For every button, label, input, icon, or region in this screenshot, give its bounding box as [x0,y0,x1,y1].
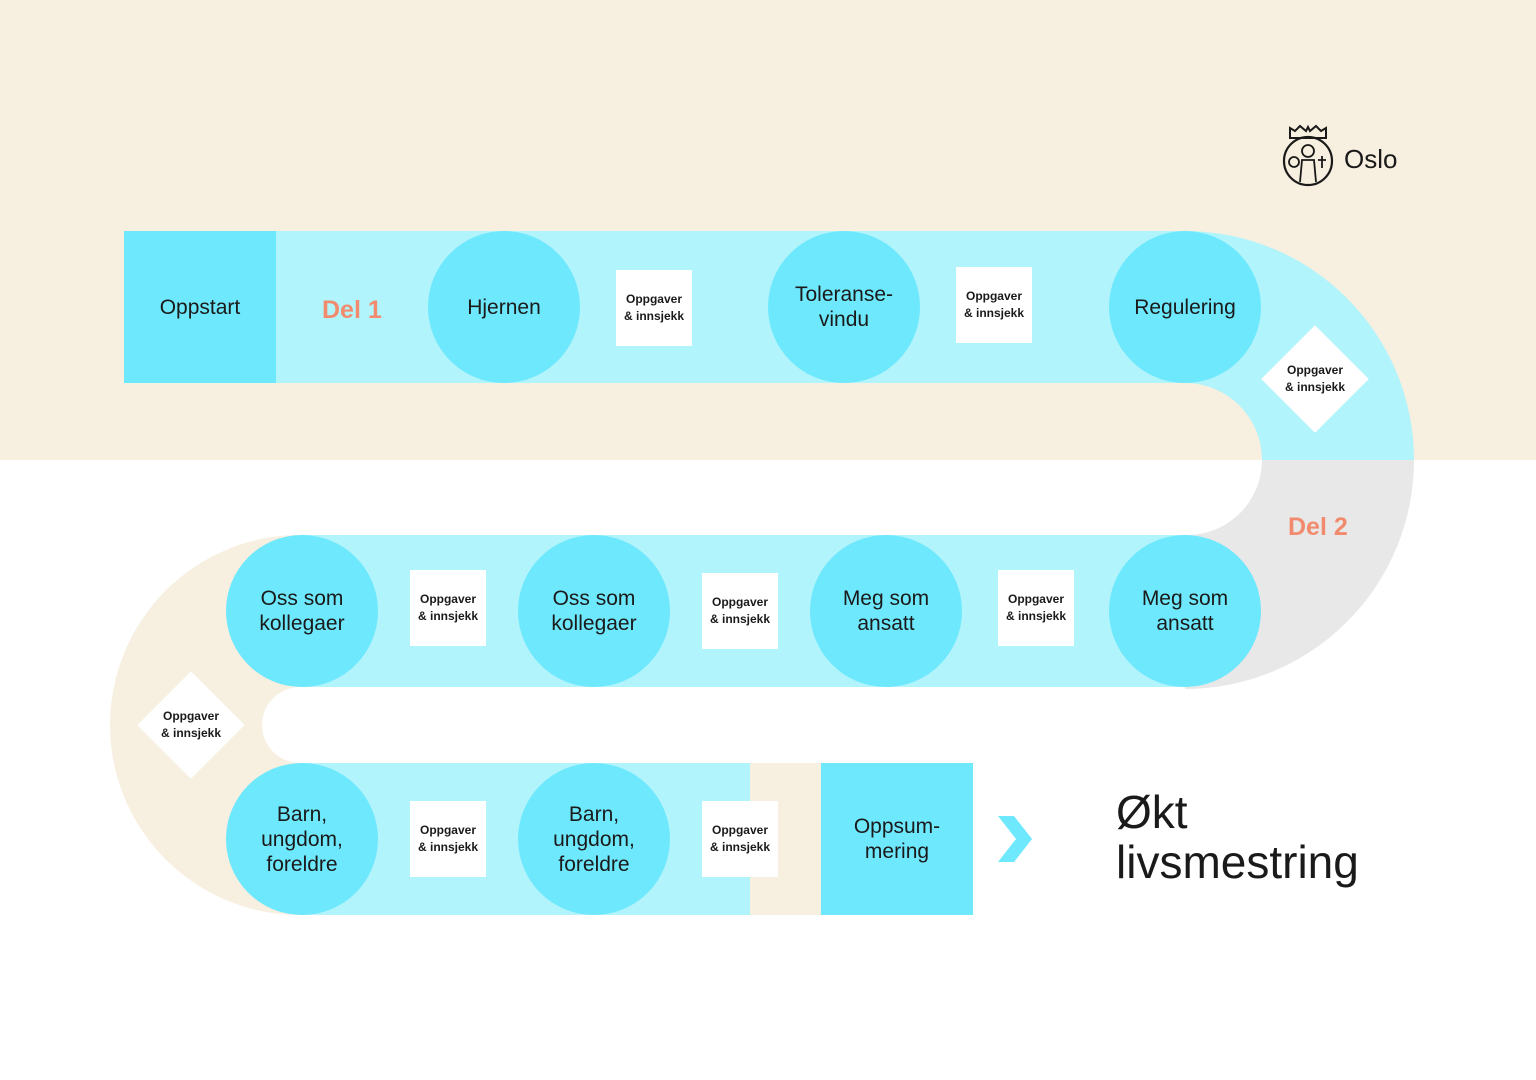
step-regulation[interactable]: Regulering [1109,231,1261,383]
step-brain-label: Hjernen [467,295,541,319]
step-children-1[interactable]: Barn, ungdom, foreldre [226,763,378,915]
step-start[interactable]: Oppstart [124,231,276,383]
logo-text: Oslo [1344,144,1398,174]
task-card-label: Oppgaver & innsjekk [709,595,771,626]
task-diamond-right[interactable]: Oppgaver & innsjekk [1261,325,1369,433]
task-card-label: Oppgaver & innsjekk [417,592,479,623]
step-me-employee-label: Meg som ansatt [1141,587,1229,635]
step-us-colleagues-1[interactable]: Oss som kollegaer [226,535,378,687]
step-children-label: Barn, ungdom, foreldre [261,802,343,876]
task-card-3[interactable]: Oppgaver & innsjekk [998,570,1074,646]
step-tolerance-window[interactable]: Toleranse- vindu [768,231,920,383]
task-card-1[interactable]: Oppgaver & innsjekk [616,270,692,346]
step-children-2[interactable]: Barn, ungdom, foreldre [518,763,670,915]
task-card-6[interactable]: Oppgaver & innsjekk [410,801,486,877]
task-card-label: Oppgaver & innsjekk [623,292,685,323]
chevron-right-icon [998,816,1032,862]
task-card-2[interactable]: Oppgaver & innsjekk [956,267,1032,343]
step-me-employee-1[interactable]: Meg som ansatt [810,535,962,687]
task-card-label: Oppgaver & innsjekk [1005,592,1067,623]
step-brain[interactable]: Hjernen [428,231,580,383]
step-me-employee-2[interactable]: Meg som ansatt [1109,535,1261,687]
goal-text: Økt livsmestring [1116,786,1359,888]
task-diamond-left[interactable]: Oppgaver & innsjekk [137,671,245,779]
part-2-label: Del 2 [1288,513,1348,541]
task-diamond-label: Oppgaver & innsjekk [1284,363,1346,394]
task-card-label: Oppgaver & innsjekk [963,289,1025,320]
step-us-colleagues-label: Oss som kollegaer [551,587,637,635]
step-start-label: Oppstart [159,295,241,319]
step-us-colleagues-2[interactable]: Oss som kollegaer [518,535,670,687]
oslo-city-seal-icon [1282,124,1334,187]
step-tolerance-label: Toleranse- vindu [794,283,894,331]
task-card-7[interactable]: Oppgaver & innsjekk [702,801,778,877]
task-card-label: Oppgaver & innsjekk [417,823,479,854]
step-children-label: Barn, ungdom, foreldre [553,802,635,876]
step-regulation-label: Regulering [1134,295,1236,319]
task-diamond-label: Oppgaver & innsjekk [160,709,222,740]
task-card-4[interactable]: Oppgaver & innsjekk [702,573,778,649]
step-summary[interactable]: Oppsum- mering [821,763,973,915]
step-summary-label: Oppsum- mering [853,815,941,863]
task-card-5[interactable]: Oppgaver & innsjekk [410,570,486,646]
step-me-employee-label: Meg som ansatt [842,587,930,635]
step-us-colleagues-label: Oss som kollegaer [259,587,345,635]
task-card-label: Oppgaver & innsjekk [709,823,771,854]
part-1-label: Del 1 [322,296,382,324]
